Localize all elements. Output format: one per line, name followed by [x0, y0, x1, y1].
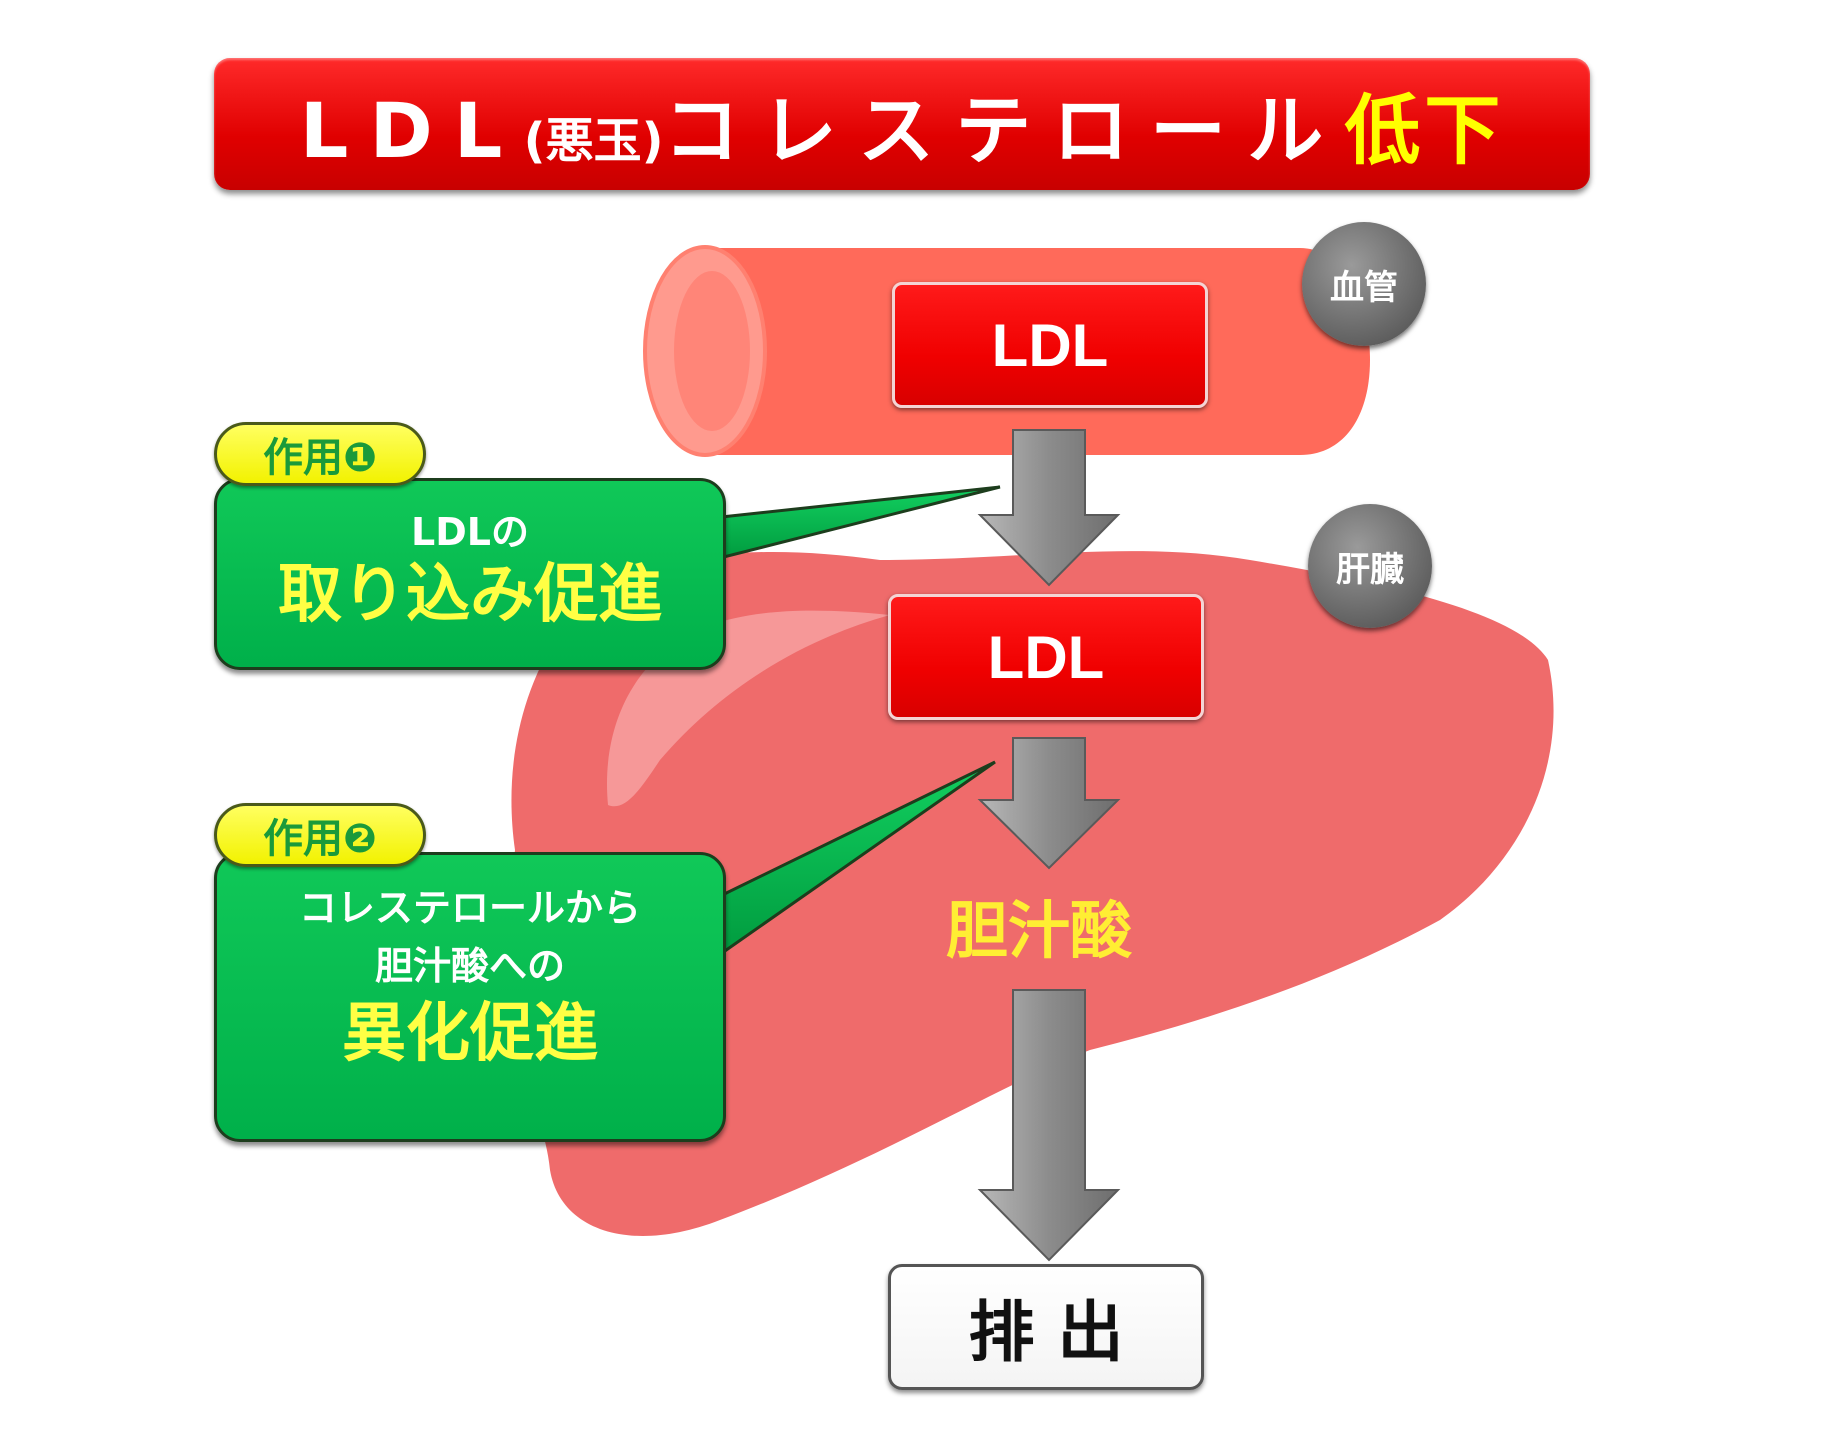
effect-1-line-1: LDLの [411, 510, 529, 554]
bile-acid-label: 胆汁酸 [945, 894, 1132, 967]
effect-1-tag: 作用❶ [214, 422, 426, 486]
blood-vessel-lumen [674, 271, 750, 431]
effect-1-highlight: 取り込み促進 [278, 557, 662, 632]
arrow-bile-acid-to-excretion [977, 989, 1121, 1262]
effect-2-line-1: コレステロールから [298, 886, 641, 930]
title-main: コレステロール [663, 86, 1345, 175]
title-prefix: LDL [299, 86, 524, 175]
excretion-box: 排出 [888, 1264, 1204, 1390]
title-paren: (悪玉) [523, 113, 664, 169]
liver-ldl-box: LDL [888, 594, 1204, 720]
effect-2-tag: 作用❷ [214, 803, 426, 867]
liver-badge: 肝臓 [1308, 504, 1432, 628]
page-title: LDL(悪玉)コレステロール低下 [300, 69, 1504, 179]
liver-label: 肝臓 [1336, 549, 1404, 590]
vessel-ldl-label: LDL [991, 311, 1109, 379]
liver-shape [503, 551, 1554, 1236]
effect-2-highlight: 異化促進 [342, 997, 598, 1071]
excretion-label: 排出 [968, 1294, 1147, 1371]
vessel-ldl-box: LDL [892, 282, 1208, 408]
blood-vessel-badge: 血管 [1302, 222, 1426, 346]
effect-1-callout: LDLの 取り込み促進 [214, 478, 726, 670]
title-banner: LDL(悪玉)コレステロール低下 [214, 58, 1590, 190]
effect-2-callout: コレステロールから 胆汁酸への 異化促進 [214, 852, 726, 1142]
blood-vessel-label: 血管 [1330, 267, 1398, 308]
effect-1-callout-tail [710, 485, 1001, 562]
title-accent: 低下 [1344, 86, 1505, 175]
effect-2-tag-label: 作用❷ [263, 816, 377, 862]
liver-ldl-label: LDL [987, 623, 1105, 691]
arrow-vessel-to-liver [977, 429, 1121, 587]
arrow-ldl-to-bile-acid [977, 737, 1121, 870]
effect-2-line-2: 胆汁酸への [374, 943, 565, 988]
effect-1-tag-label: 作用❶ [263, 435, 377, 481]
